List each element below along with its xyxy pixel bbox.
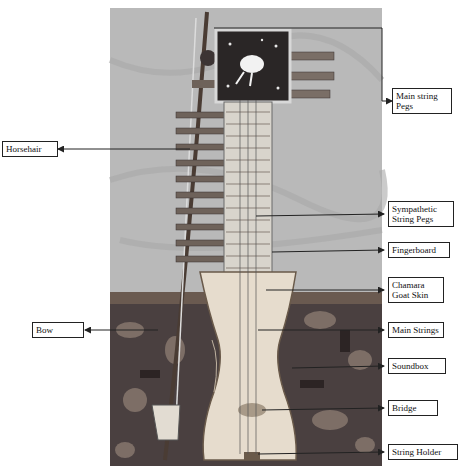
label-box: Sympathetic String Pegs (388, 201, 454, 227)
label-box: Chamara Goat Skin (388, 277, 444, 303)
part-label: Bridge (392, 403, 434, 413)
label-box: Main string Pegs (392, 88, 452, 114)
label-box: Horsehair (2, 141, 58, 157)
part-label: Bow (36, 325, 80, 335)
part-label: Horsehair (6, 144, 54, 154)
part-label: Main string Pegs (396, 91, 448, 111)
part-label: Sympathetic String Pegs (392, 204, 450, 224)
label-box: Bow (32, 322, 84, 338)
label-box: Main Strings (388, 322, 444, 338)
part-label: Chamara Goat Skin (392, 280, 440, 300)
label-box: Bridge (388, 400, 438, 416)
part-label: Main Strings (392, 325, 440, 335)
part-label: Soundbox (392, 361, 442, 371)
label-box: Fingerboard (388, 242, 450, 258)
label-box: String Holder (388, 444, 458, 460)
part-label: String Holder (392, 447, 454, 457)
part-label: Fingerboard (392, 245, 446, 255)
label-box: Soundbox (388, 358, 446, 374)
